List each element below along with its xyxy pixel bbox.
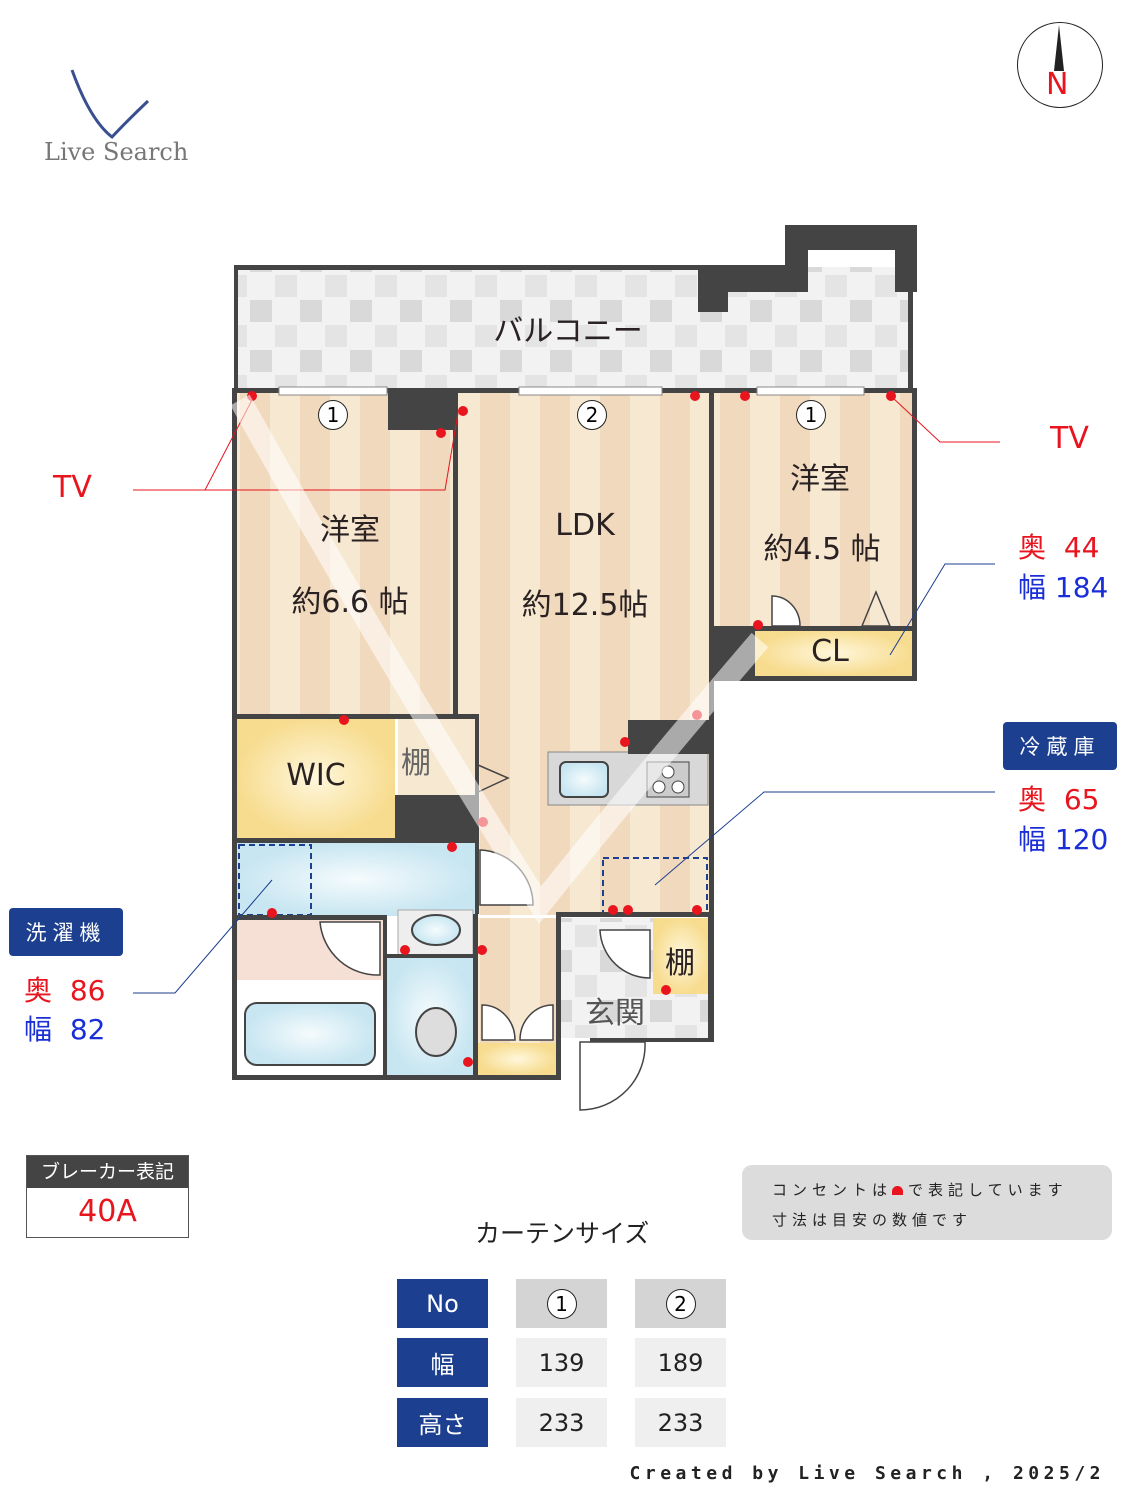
window-number: 2: [665, 1288, 696, 1319]
window-mark-2: 2: [577, 400, 607, 430]
tv-left-label: TV: [53, 470, 92, 505]
legend-note: コンセントはで表記しています 寸法は目安の数値です: [742, 1165, 1112, 1240]
note-line-1: コンセントはで表記しています: [772, 1181, 1068, 1199]
washer-badge: 洗濯機: [9, 908, 123, 956]
logo: Live Search: [40, 65, 200, 175]
col-2-no: 2: [635, 1279, 726, 1328]
breaker-title: ブレーカー表記: [27, 1156, 188, 1188]
window-mark-text: 2: [585, 403, 599, 427]
ldk-name: LDK: [555, 508, 615, 543]
bathtub: [244, 1002, 376, 1066]
western-right-name: 洋室: [790, 462, 850, 497]
room-western-right: [714, 392, 912, 628]
wic-label: WIC: [286, 758, 346, 793]
breaker-box: ブレーカー表記 40A: [26, 1155, 189, 1238]
window-mark-3: 1: [796, 400, 826, 430]
note-line-2: 寸法は目安の数値です: [772, 1211, 973, 1229]
compass-north-label: N: [1046, 67, 1069, 102]
header-height: 高さ: [397, 1398, 488, 1447]
leader-lines: [133, 397, 1000, 994]
doors: [319, 590, 892, 1111]
shelf-hall-label: 棚: [401, 746, 431, 781]
western-left-name: 洋室: [320, 513, 380, 548]
wic: [237, 718, 395, 838]
balcony-side-wall: [908, 290, 913, 390]
col-2-height: 233: [635, 1398, 726, 1447]
toilet-icon: [415, 1007, 457, 1057]
footer-credit: Created by Live Search , 2025/2: [629, 1463, 1105, 1484]
washer-depth: 奥 86: [24, 974, 106, 1007]
watermark: [230, 394, 769, 924]
balcony-wall: [234, 225, 917, 388]
windows: [278, 386, 865, 396]
kitchen-sink-icon: [559, 761, 609, 798]
tv-right-label: TV: [1050, 421, 1089, 456]
header-width: 幅: [397, 1338, 488, 1387]
balcony-label: バルコニー: [493, 314, 643, 349]
shelf-entry-label: 棚: [665, 946, 695, 981]
western-right-size: 約4.5 帖: [763, 532, 881, 567]
window-mark-text: 1: [326, 403, 340, 427]
washroom: [237, 843, 475, 916]
col-1-width: 139: [516, 1338, 607, 1387]
sink-basin-icon: [411, 914, 461, 946]
outlet-icon: [892, 1186, 904, 1195]
compass: N: [1017, 22, 1103, 108]
window-number: 1: [546, 1288, 577, 1319]
closet-depth: 奥 44: [1018, 531, 1100, 564]
header-no: No: [397, 1279, 488, 1328]
washer-width: 幅 82: [24, 1013, 106, 1046]
curtain-title: カーテンサイズ: [475, 1219, 650, 1248]
fridge-depth: 奥 65: [1018, 783, 1100, 816]
window-mark-1: 1: [318, 400, 348, 430]
compass-needle-icon: [1054, 25, 1064, 71]
entrance-label: 玄関: [585, 996, 645, 1031]
col-1-no: 1: [516, 1279, 607, 1328]
fridge-width: 幅 120: [1018, 823, 1109, 856]
western-left-size: 約6.6 帖: [291, 585, 409, 620]
ldk-size: 約12.5帖: [521, 588, 649, 623]
closet-label: CL: [811, 634, 849, 669]
closet-width: 幅 184: [1018, 571, 1109, 604]
fridge-badge: 冷蔵庫: [1003, 722, 1117, 770]
shelf-entry: [653, 918, 710, 994]
hall-storage: [478, 1043, 557, 1075]
window-mark-text: 1: [804, 403, 818, 427]
washer-space: [238, 844, 312, 916]
breaker-value: 40A: [78, 1194, 137, 1229]
logo-v-mark: [70, 69, 150, 140]
col-2-width: 189: [635, 1338, 726, 1387]
closet: [755, 630, 912, 676]
logo-text: Live Search: [44, 138, 189, 166]
col-1-height: 233: [516, 1398, 607, 1447]
